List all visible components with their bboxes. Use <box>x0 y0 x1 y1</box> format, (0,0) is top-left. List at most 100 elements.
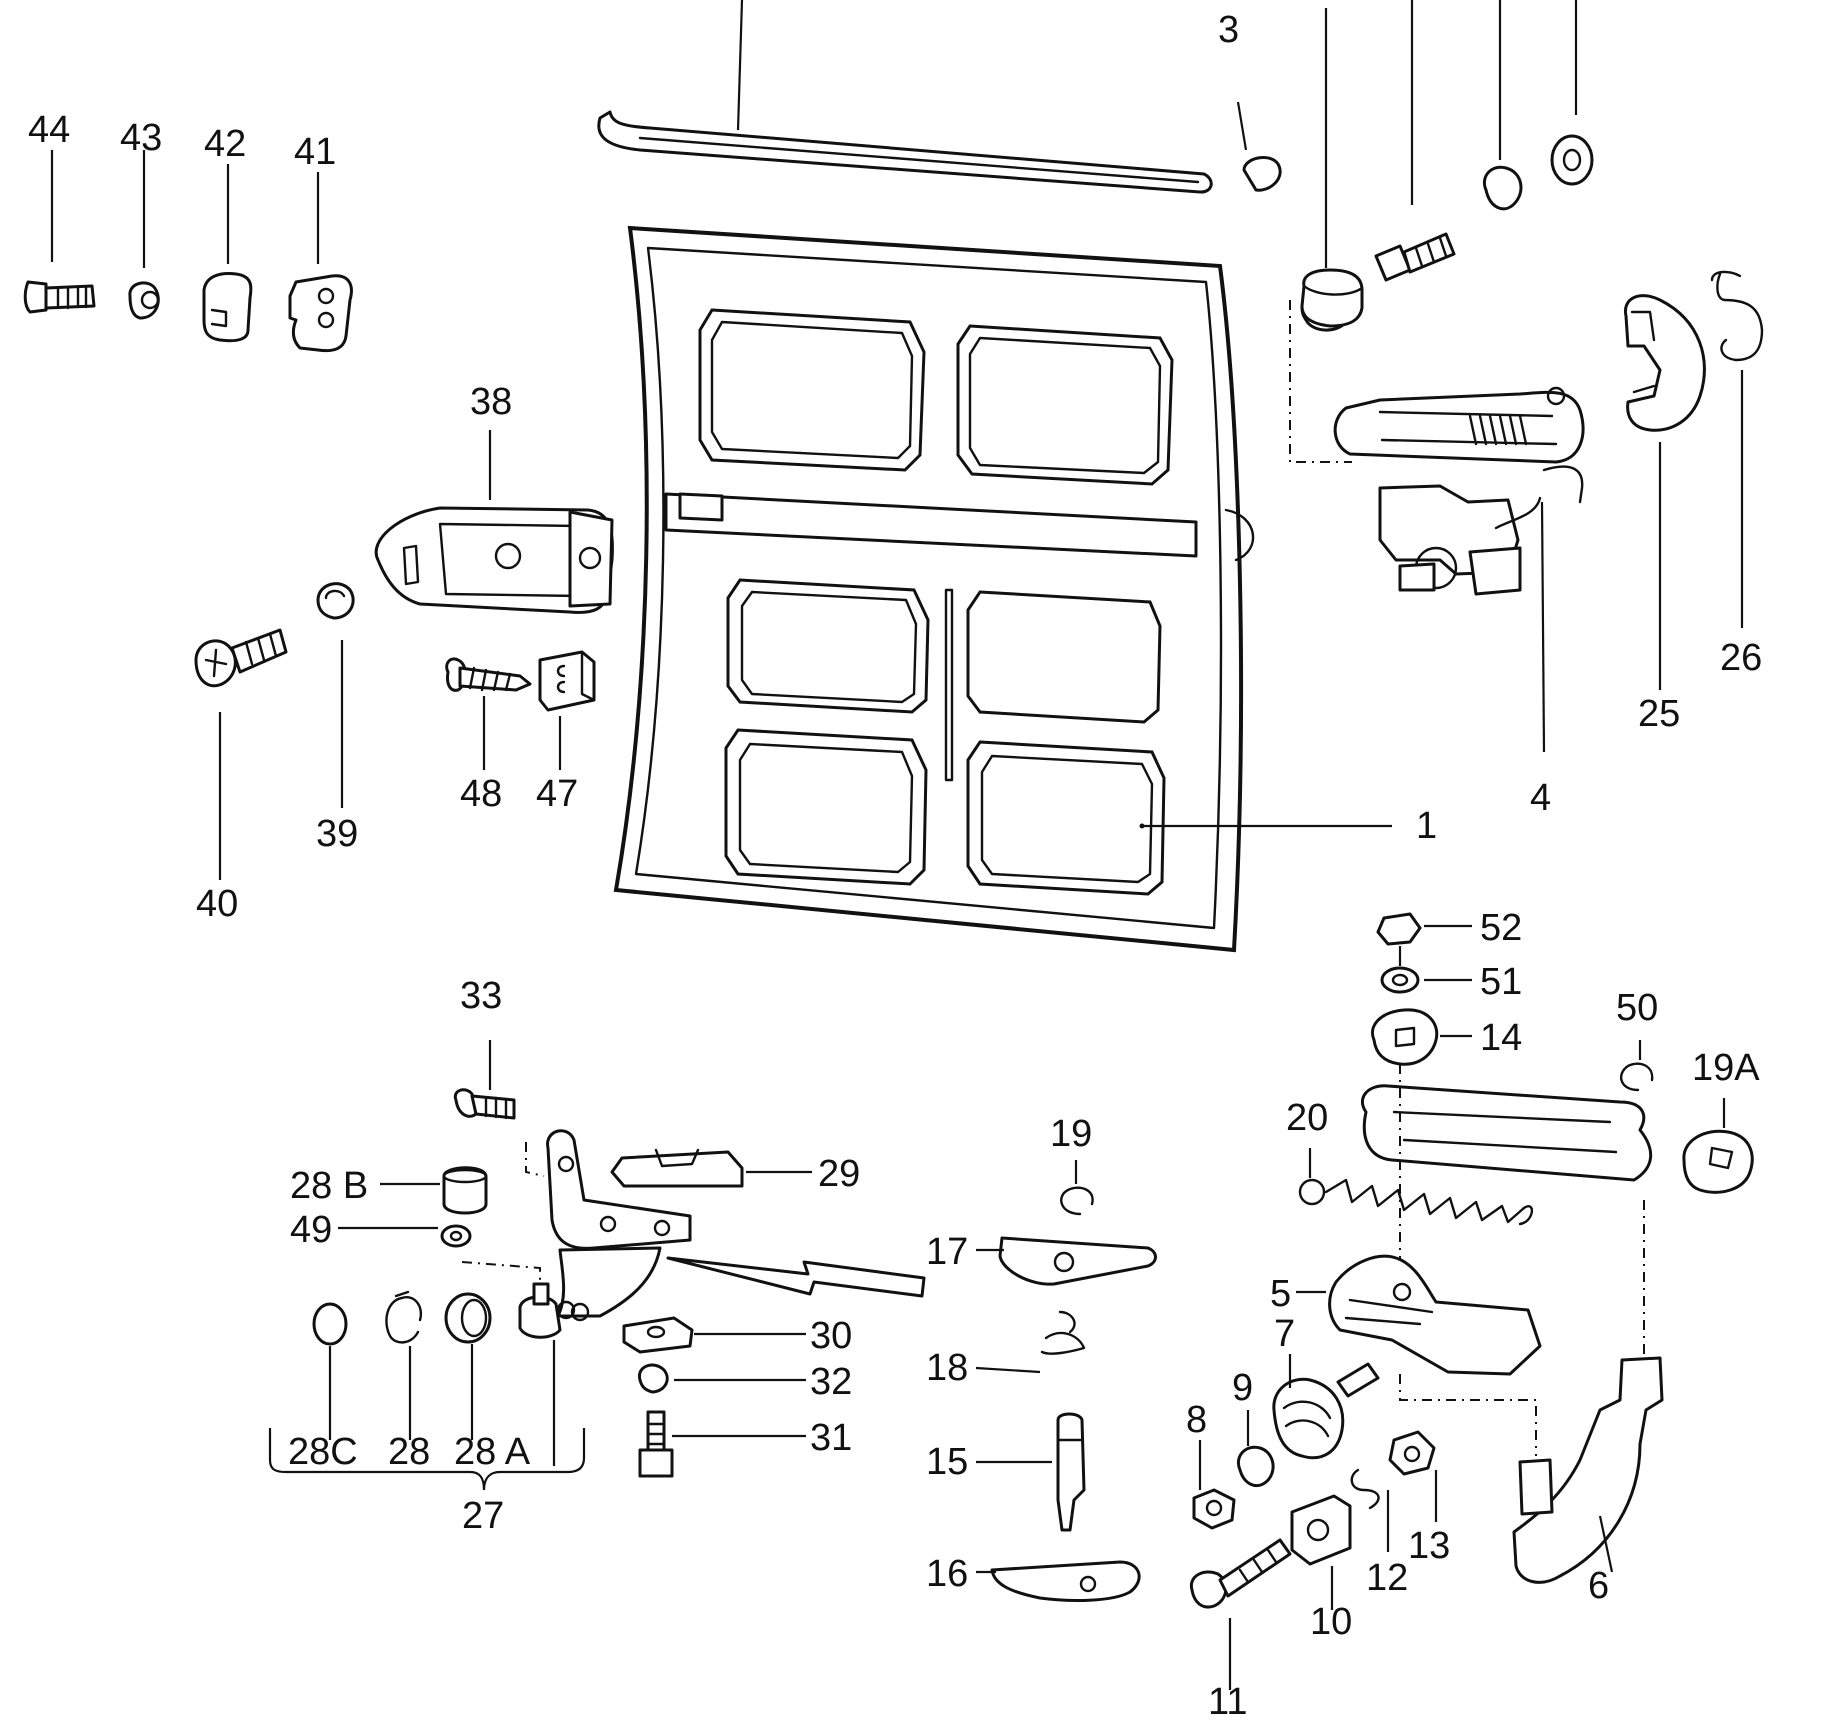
part-15-pin <box>976 1412 1086 1532</box>
label-14: 14 <box>1480 1017 1522 1059</box>
part-33-screw <box>453 1040 516 1120</box>
part-28c-cap <box>312 1302 348 1440</box>
part-28b-bushing <box>380 1166 488 1215</box>
label-16: 16 <box>926 1553 968 1595</box>
label-30: 30 <box>810 1315 852 1357</box>
part-30-plate <box>622 1316 806 1354</box>
part-29-shim <box>610 1148 812 1188</box>
label-28c: 28C <box>288 1431 358 1473</box>
label-6: 6 <box>1588 1565 1609 1607</box>
part-20-spring <box>1298 1148 1533 1226</box>
part-18-spring <box>975 1310 1086 1374</box>
label-44: 44 <box>28 109 70 151</box>
label-29: 29 <box>818 1153 860 1195</box>
label-12: 12 <box>1366 1557 1408 1599</box>
label-10: 10 <box>1310 1601 1352 1643</box>
label-27: 27 <box>462 1495 504 1537</box>
label-3: 3 <box>1218 9 1239 51</box>
part-43-grommet <box>128 150 160 320</box>
part-hinge-pin <box>518 1282 590 1466</box>
label-39: 39 <box>316 813 358 855</box>
label-19a: 19A <box>1692 1047 1760 1089</box>
label-19: 19 <box>1050 1113 1092 1155</box>
part-27-hinge-bracket <box>525 1129 692 1318</box>
part-19a-roller <box>1682 1098 1754 1194</box>
label-20: 20 <box>1286 1097 1328 1139</box>
part-4-lock-mechanism <box>1289 290 1585 753</box>
top-leaders <box>736 0 1578 268</box>
label-47: 47 <box>536 773 578 815</box>
callout-labels: 3 44 43 42 41 38 26 25 4 1 48 47 39 40 5… <box>28 9 1762 1720</box>
label-41: 41 <box>294 131 336 173</box>
label-50: 50 <box>1616 987 1658 1029</box>
part-49-washer <box>338 1224 541 1284</box>
label-15: 15 <box>926 1441 968 1483</box>
part-51-washer <box>1380 946 1472 994</box>
part-47-clip-block <box>538 650 596 770</box>
part-42-block <box>202 164 253 343</box>
part-52-nut <box>1376 912 1472 946</box>
label-17: 17 <box>926 1231 968 1273</box>
label-38: 38 <box>470 381 512 423</box>
part-16-latch <box>976 1560 1141 1602</box>
label-32: 32 <box>810 1361 852 1403</box>
label-52: 52 <box>1480 907 1522 949</box>
label-13: 13 <box>1408 1525 1450 1567</box>
part-28a-bushing <box>444 1292 492 1440</box>
part-5-lock-plate <box>1296 1064 1542 1376</box>
part-11-bolt <box>1189 1538 1292 1690</box>
label-11: 11 <box>1208 1681 1247 1720</box>
door-seal-strip <box>597 110 1213 194</box>
part-44-bolt <box>23 150 96 314</box>
part-19-clip <box>1060 1160 1094 1216</box>
part-25-handle-cover <box>1623 294 1706 690</box>
label-4: 4 <box>1530 777 1551 819</box>
label-18: 18 <box>926 1347 968 1389</box>
label-1: 1 <box>1416 805 1437 847</box>
label-5: 5 <box>1270 1273 1291 1315</box>
part-14-pivot <box>1371 1008 1472 1066</box>
label-25: 25 <box>1638 693 1680 735</box>
label-31: 31 <box>810 1417 852 1459</box>
part-bolt-top <box>1374 232 1456 282</box>
part-9-washer <box>1237 1410 1275 1487</box>
part-7-roller <box>1272 1354 1380 1460</box>
label-51: 51 <box>1480 961 1522 1003</box>
label-43: 43 <box>120 117 162 159</box>
part-6-handle-rod <box>1399 1200 1664 1584</box>
direction-arrow <box>666 1256 926 1298</box>
part-flat-washer-top <box>1550 134 1594 186</box>
part-8-nut <box>1192 1440 1236 1530</box>
part-frame-arm <box>1360 1084 1653 1182</box>
part-38-lock-housing <box>374 430 614 614</box>
label-28b: 28 B <box>290 1165 368 1207</box>
part-3-clip <box>1236 101 1282 192</box>
label-7: 7 <box>1274 1313 1295 1355</box>
part-31-bolt <box>638 1410 806 1478</box>
part-50-circlip <box>1619 1040 1654 1092</box>
label-42: 42 <box>204 123 246 165</box>
part-13-nut <box>1388 1430 1438 1522</box>
label-26: 26 <box>1720 637 1762 679</box>
part-41-bracket <box>288 172 353 353</box>
part-32-washer <box>637 1363 806 1394</box>
door-panel-1 <box>613 225 1255 953</box>
part-bumper <box>1300 268 1364 328</box>
label-28: 28 <box>388 1431 430 1473</box>
part-40-screw <box>194 628 288 880</box>
part-39-washer <box>316 582 355 808</box>
part-17-lever <box>976 1236 1157 1286</box>
part-48-wood-screw <box>445 657 532 770</box>
label-49: 49 <box>290 1209 332 1251</box>
label-40: 40 <box>196 883 238 925</box>
part-10-block <box>1290 1494 1352 1610</box>
part-28-clip <box>385 1290 423 1440</box>
group-27-bracket <box>268 1428 586 1491</box>
label-28a: 28 A <box>454 1431 531 1473</box>
label-8: 8 <box>1186 1399 1207 1441</box>
part-12-spring-washer <box>1350 1468 1390 1552</box>
part-26-spring-clip <box>1710 270 1764 628</box>
label-9: 9 <box>1232 1367 1253 1409</box>
